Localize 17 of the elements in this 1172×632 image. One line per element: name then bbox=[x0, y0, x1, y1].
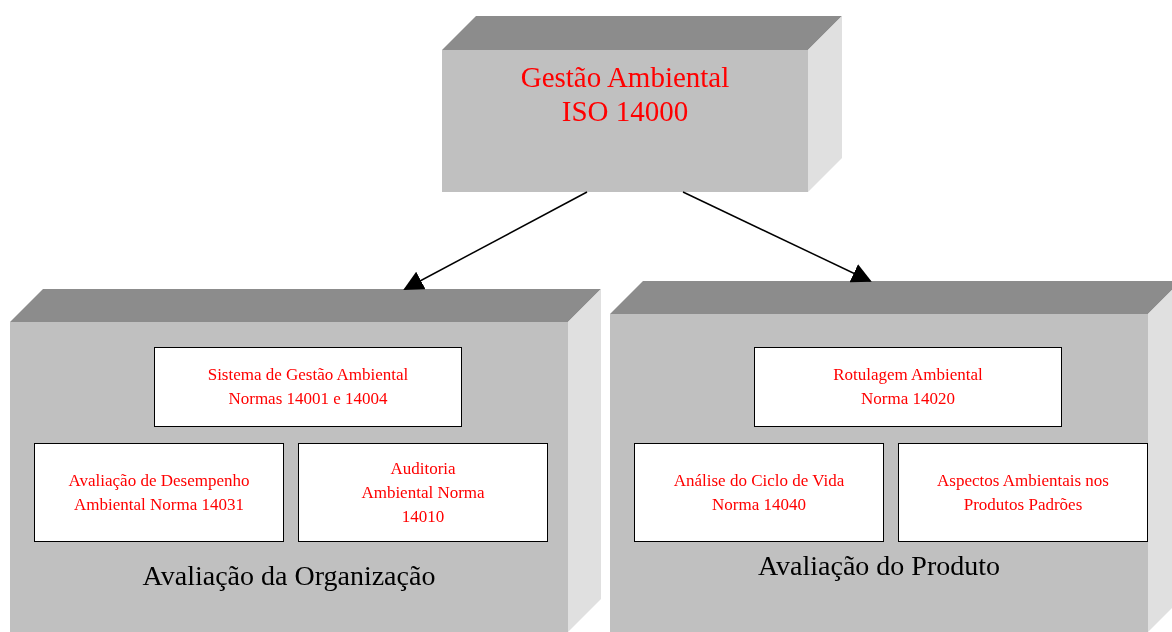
standard-label: Sistema de Gestão Ambiental Normas 14001 e 14004 bbox=[206, 364, 410, 410]
arrow bbox=[682, 191, 872, 283]
standard-label: Auditoria Ambiental Norma 14010 bbox=[360, 457, 486, 528]
standard-box bbox=[898, 443, 1148, 542]
standard-box bbox=[34, 443, 284, 542]
heading-label: Gestão Ambiental ISO 14000 bbox=[519, 60, 731, 128]
standard-label: Rotulagem Ambiental Norma 14020 bbox=[832, 364, 984, 410]
standard-box bbox=[634, 443, 884, 542]
standard-box bbox=[298, 443, 548, 542]
heading-label: Avaliação da Organização bbox=[141, 559, 437, 593]
standard-label: Avaliação de Desempenho Ambiental Norma 14031 bbox=[67, 469, 251, 516]
standard-box bbox=[154, 347, 462, 427]
standard-box bbox=[754, 347, 1062, 427]
arrow bbox=[403, 191, 588, 290]
standard-label: Aspectos Ambientais nos Produtos Padrões bbox=[936, 469, 1110, 516]
standard-label: Análise do Ciclo de Vida Norma 14040 bbox=[672, 469, 846, 516]
heading-label: Avaliação do Produto bbox=[756, 549, 1002, 583]
